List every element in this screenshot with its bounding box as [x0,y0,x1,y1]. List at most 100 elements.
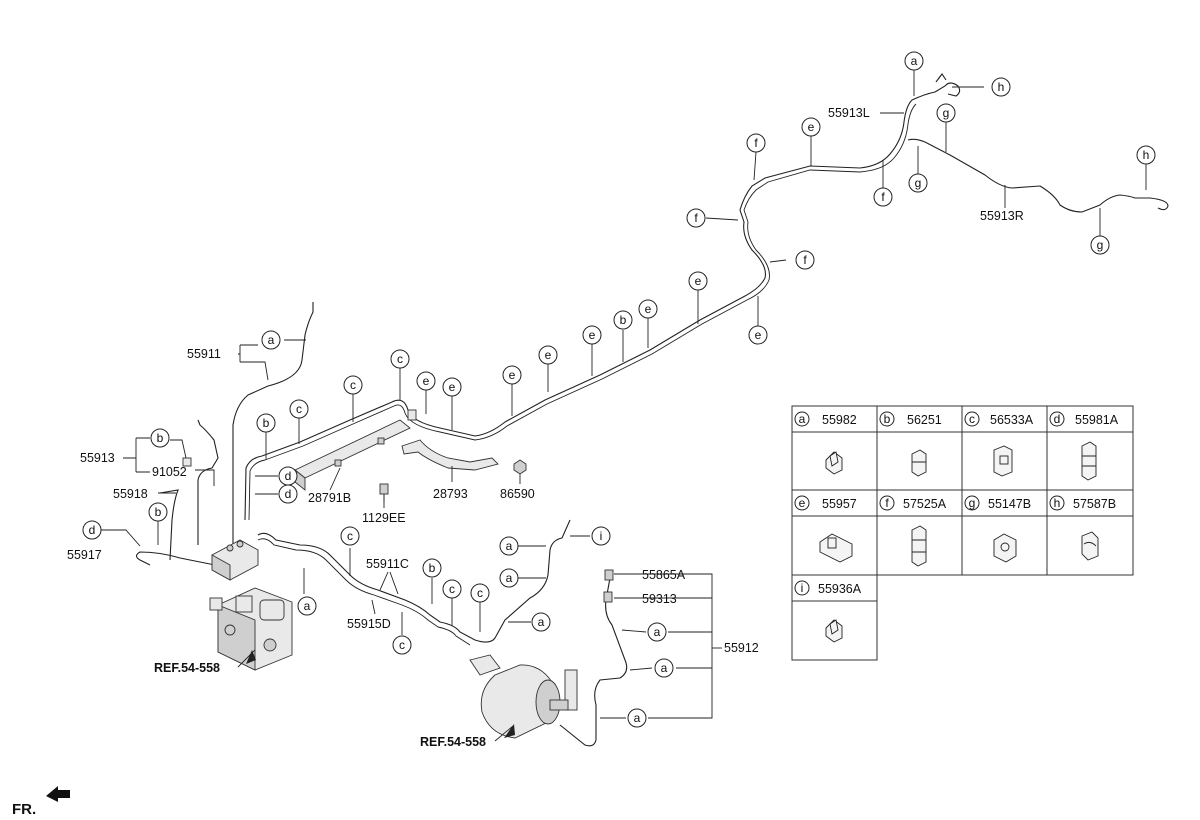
references: REF.54-558 REF.54-558 [154,650,515,749]
part-1129EE: 1129EE [362,511,406,525]
clip-55981A-icon [1081,441,1097,481]
svg-text:c: c [347,529,353,543]
callout-d: d [82,520,102,540]
part-59313: 59313 [642,592,677,606]
clip-55147B-icon [993,533,1017,563]
callout-h: h [991,77,1011,97]
front-arrow-icon [46,786,70,802]
legend-cell-a: a 55982 [791,405,878,491]
svg-text:e: e [755,328,762,342]
callout-e: e [582,325,602,345]
callout-e: e [442,377,462,397]
svg-text:a: a [911,54,918,68]
part-55865A: 55865A [642,568,686,582]
svg-text:c: c [477,586,483,600]
svg-text:55936A: 55936A [818,582,862,596]
legend-cell-e: e 55957 [791,489,878,576]
part-55912: 55912 [724,641,759,655]
svg-text:a: a [506,539,513,553]
bolt-1129EE [379,483,389,502]
svg-text:b: b [620,313,627,327]
svg-text:a: a [506,571,513,585]
clip-56251-icon [911,449,927,477]
callout-e: e [688,271,708,291]
callout-f: f [795,250,815,270]
bracket-28791B [294,419,411,491]
svg-text:55981A: 55981A [1075,413,1119,427]
svg-text:55982: 55982 [822,413,857,427]
callout-a: a [261,330,281,350]
svg-text:e: e [509,368,516,382]
callout-e: e [416,371,436,391]
svg-text:57525A: 57525A [903,497,947,511]
callout-c: c [470,583,490,603]
svg-text:55957: 55957 [822,497,857,511]
callout-b: b [422,558,442,578]
clip-55957-icon [819,533,853,563]
callout-h: h [1136,145,1156,165]
svg-text:a: a [304,599,311,613]
callout-a: a [654,658,674,678]
svg-text:c: c [350,378,356,392]
callout-d: d [278,466,298,486]
callout-e: e [748,325,768,345]
svg-text:c: c [969,412,975,426]
svg-text:e: e [423,374,430,388]
callout-a: a [647,622,667,642]
part-55917: 55917 [67,548,102,562]
svg-text:e: e [545,348,552,362]
sensor-connectors [603,569,614,603]
svg-text:f: f [803,253,807,267]
callout-f: f [746,133,766,153]
callout-c: c [340,526,360,546]
svg-text:g: g [1097,238,1104,252]
svg-text:g: g [969,496,976,510]
svg-text:g: g [915,176,922,190]
svg-text:b: b [155,505,162,519]
front-label: FR. [12,801,36,818]
callout-a: a [297,596,317,616]
callout-circles: a a a a a a a a a b b b b b c c c c c c … [82,51,1156,728]
pipe-main-55913L-lower [248,103,917,521]
front-indicator: FR. [12,786,70,818]
part-28791B: 28791B [308,491,351,505]
svg-text:55147B: 55147B [988,497,1031,511]
legend-cell-b: b 56251 [876,405,963,491]
svg-text:d: d [1054,412,1061,426]
svg-text:a: a [661,661,668,675]
svg-text:e: e [695,274,702,288]
leader-lines [100,70,1147,742]
brake-pipes [135,73,1169,747]
svg-text:g: g [943,106,950,120]
callout-i: i [591,526,611,546]
pipe-55915D [257,538,471,646]
pipe-clips [182,409,417,467]
pipe-55913L-hook [934,73,961,97]
callout-g: g [936,103,956,123]
legend-cell-d: d 55981A [1046,405,1134,491]
callout-f: f [686,208,706,228]
callout-c: c [343,375,363,395]
svg-text:e: e [589,328,596,342]
svg-text:57587B: 57587B [1073,497,1116,511]
part-55913R: 55913R [980,209,1024,223]
part-55913L: 55913L [828,106,870,120]
part-numbers: 55911 55913 91052 55918 55917 28791B 112… [67,106,1024,655]
svg-text:b: b [429,561,436,575]
callout-f: f [873,187,893,207]
callout-c: c [289,399,309,419]
abs-unit [209,587,293,671]
svg-text:e: e [449,380,456,394]
clip-55936A-icon [825,619,843,643]
svg-text:a: a [268,333,275,347]
svg-text:b: b [884,412,891,426]
callout-b: b [256,413,276,433]
callout-g: g [908,173,928,193]
callout-a: a [904,51,924,71]
svg-text:c: c [399,638,405,652]
part-55911: 55911 [187,347,221,361]
legend-cell-g: g 55147B [961,489,1048,576]
legend-cell-i: i 55936A [791,574,878,661]
svg-text:e: e [645,302,652,316]
part-28793: 28793 [433,487,468,501]
